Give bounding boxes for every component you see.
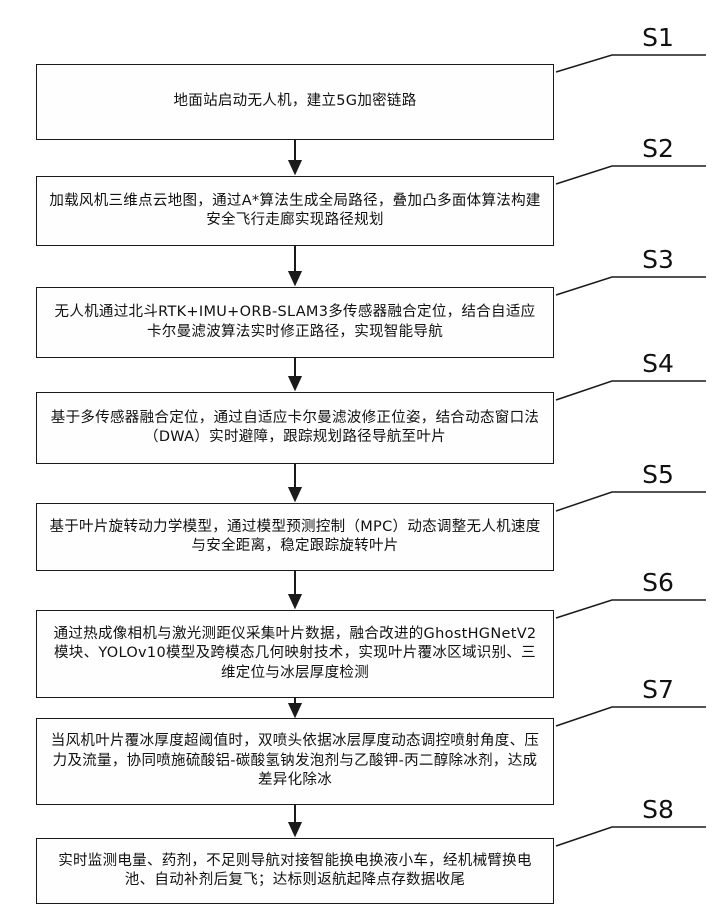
step-box-s7: 当风机叶片覆冰厚度超阈值时，双喷头依据冰层厚度动态调控喷射角度、压力及流量，协同… [36, 718, 554, 805]
step-label-s7: S7 [642, 675, 674, 704]
leader-line-s7 [555, 706, 706, 727]
step-box-s6: 通过热成像相机与激光测距仪采集叶片数据，融合改进的GhostHGNetV2模块、… [36, 610, 554, 698]
label-leader-lines [555, 54, 706, 847]
leader-line-s5 [555, 491, 706, 512]
step-text-s1: 地面站启动无人机，建立5G加密链路 [173, 93, 417, 110]
step-box-s1: 地面站启动无人机，建立5G加密链路 [36, 64, 554, 140]
step-text-s5: 基于叶片旋转动力学模型，通过模型预测控制（MPC）动态调整无人机速度与安全距离，… [49, 518, 541, 555]
step-box-s8: 实时监测电量、药剂，不足则导航对接智能换电换液小车，经机械臂换电池、自动补剂后复… [36, 838, 554, 904]
step-text-s7: 当风机叶片覆冰厚度超阈值时，双喷头依据冰层厚度动态调控喷射角度、压力及流量，协同… [50, 733, 540, 789]
leader-line-s3 [555, 276, 706, 296]
step-text-s8: 实时监测电量、药剂，不足则导航对接智能换电换液小车，经机械臂换电池、自动补剂后复… [58, 852, 532, 889]
leader-line-s2 [555, 165, 706, 185]
step-label-s8: S8 [642, 795, 674, 824]
step-box-s5: 基于叶片旋转动力学模型，通过模型预测控制（MPC）动态调整无人机速度与安全距离，… [36, 503, 554, 571]
step-label-s3: S3 [642, 245, 674, 274]
step-label-s4: S4 [642, 349, 674, 378]
step-box-s3: 无人机通过北斗RTK+IMU+ORB-SLAM3多传感器融合定位，结合自适应卡尔… [36, 287, 554, 358]
leader-line-s4 [555, 380, 706, 401]
leader-line-s1 [555, 54, 706, 73]
step-text-s6: 通过热成像相机与激光测距仪采集叶片数据，融合改进的GhostHGNetV2模块、… [53, 625, 537, 681]
step-box-s4: 基于多传感器融合定位，通过自适应卡尔曼滤波修正位姿，结合动态窗口法（DWA）实时… [36, 392, 554, 464]
step-label-s1: S1 [642, 23, 674, 52]
step-box-s2: 加载风机三维点云地图，通过A*算法生成全局路径，叠加凸多面体算法构建安全飞行走廊… [36, 176, 554, 246]
step-text-s4: 基于多传感器融合定位，通过自适应卡尔曼滤波修正位姿，结合动态窗口法（DWA）实时… [50, 409, 540, 446]
step-text-s2: 加载风机三维点云地图，通过A*算法生成全局路径，叠加凸多面体算法构建安全飞行走廊… [49, 192, 541, 229]
leader-line-s8 [555, 826, 706, 847]
step-label-s6: S6 [642, 568, 674, 597]
step-label-s2: S2 [642, 134, 674, 163]
step-label-s5: S5 [642, 460, 674, 489]
arrow-down-icon [287, 140, 303, 838]
step-text-s3: 无人机通过北斗RTK+IMU+ORB-SLAM3多传感器融合定位，结合自适应卡尔… [54, 304, 536, 340]
leader-line-s6 [555, 599, 706, 619]
